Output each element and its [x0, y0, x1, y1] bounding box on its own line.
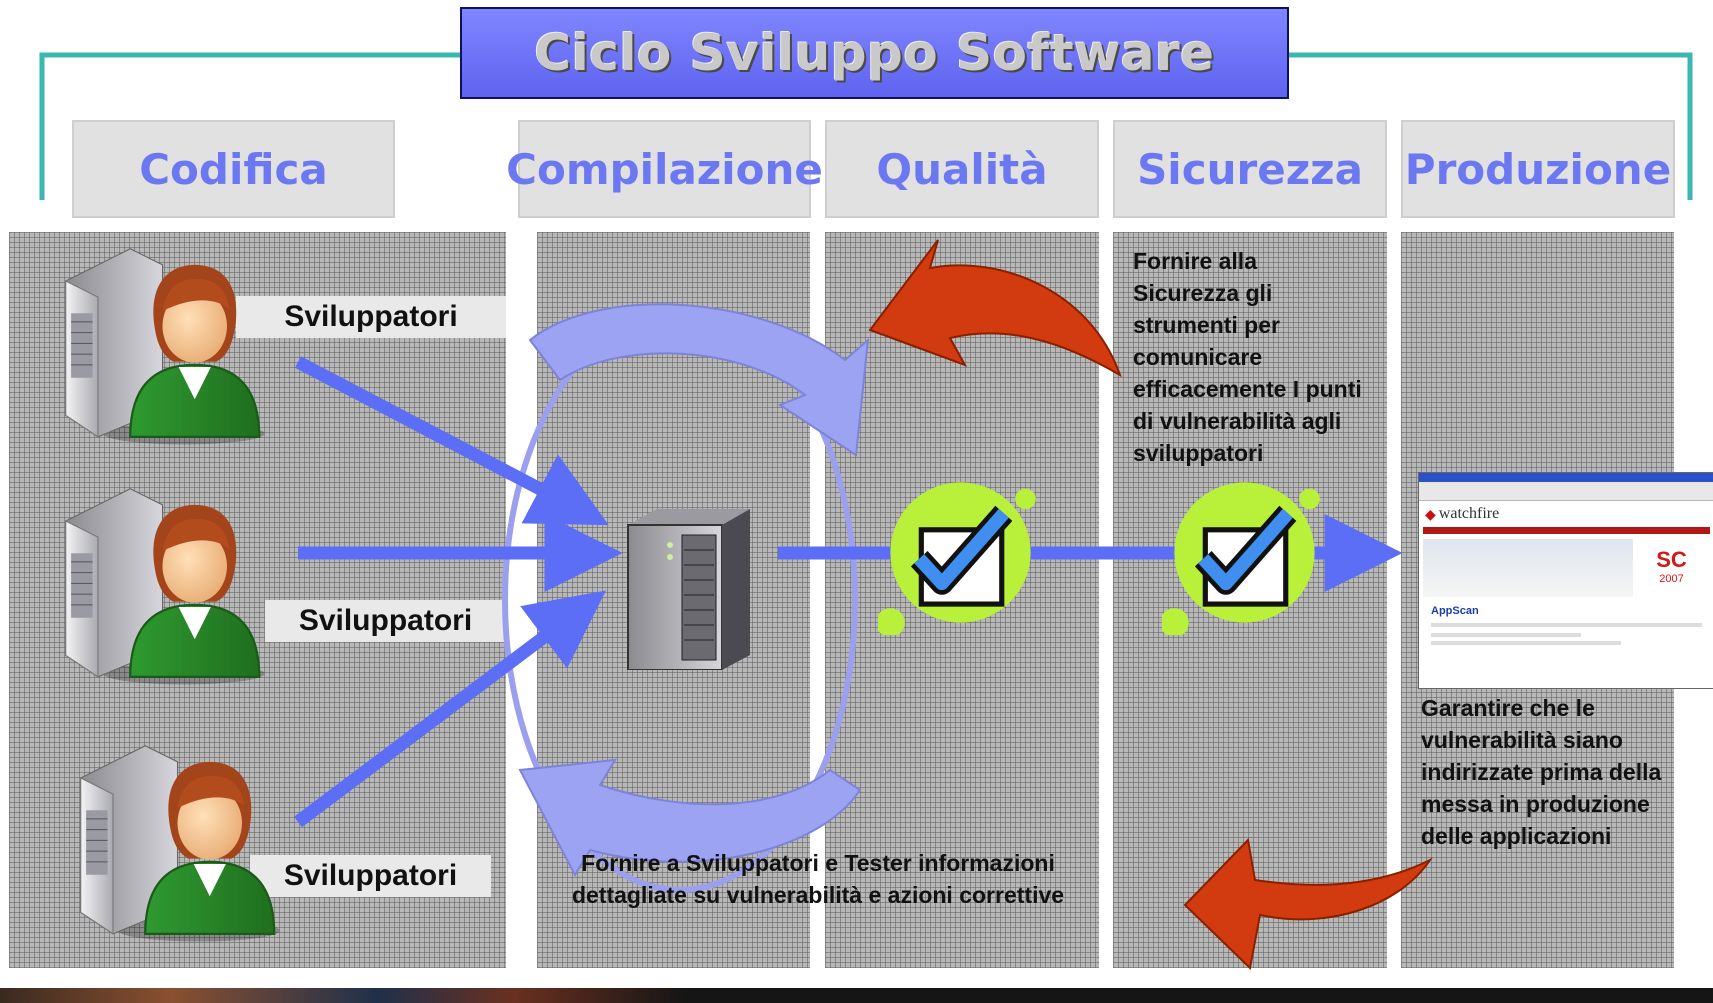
phase-produzione: Produzione — [1401, 120, 1675, 218]
developer-label-3: Sviluppatori — [250, 855, 491, 897]
quality-check-icon — [878, 470, 1043, 635]
note-quality: Fornire a Sviluppatori e Tester informaz… — [571, 850, 1065, 908]
phase-codifica: Codifica — [72, 120, 395, 218]
page-title: Ciclo Sviluppo Software — [534, 24, 1215, 82]
cycle-arrow-bottom — [518, 758, 862, 878]
arrow-developer-3 — [294, 590, 606, 828]
brand-name: watchfire — [1438, 505, 1500, 522]
red-arrow-feedback-top — [868, 239, 1122, 378]
cycle-arrow-top — [528, 303, 870, 457]
build-server-icon — [627, 509, 750, 670]
phase-sicurezza: Sicurezza — [1113, 120, 1387, 218]
phase-compilazione: Compilazione — [506, 120, 823, 218]
developer-label-1: Sviluppatori — [236, 296, 506, 338]
brand-logo-icon: ◆ — [1425, 505, 1436, 522]
phase-qualita: Qualità — [825, 120, 1099, 218]
product-name: AppScan — [1431, 605, 1479, 617]
teal-bracket — [39, 52, 1693, 200]
security-check-icon — [1162, 470, 1327, 635]
developer-label-2: Sviluppatori — [265, 600, 506, 642]
note-security: Fornire alla Sicurezza gli strumenti per… — [1133, 248, 1362, 466]
arrow-developer-1 — [294, 356, 609, 526]
product-screenshot: ◆ watchfire SC 2007 AppScan — [1418, 472, 1713, 689]
title-box: Ciclo Sviluppo Software — [460, 7, 1289, 99]
bottom-decorative-band — [0, 988, 1713, 1003]
note-production: Garantire che le vulnerabilità siano ind… — [1421, 695, 1662, 849]
red-arrow-feedback-bottom — [1183, 837, 1433, 971]
award-year: 2007 — [1659, 573, 1684, 585]
award-badge: SC — [1656, 547, 1687, 572]
